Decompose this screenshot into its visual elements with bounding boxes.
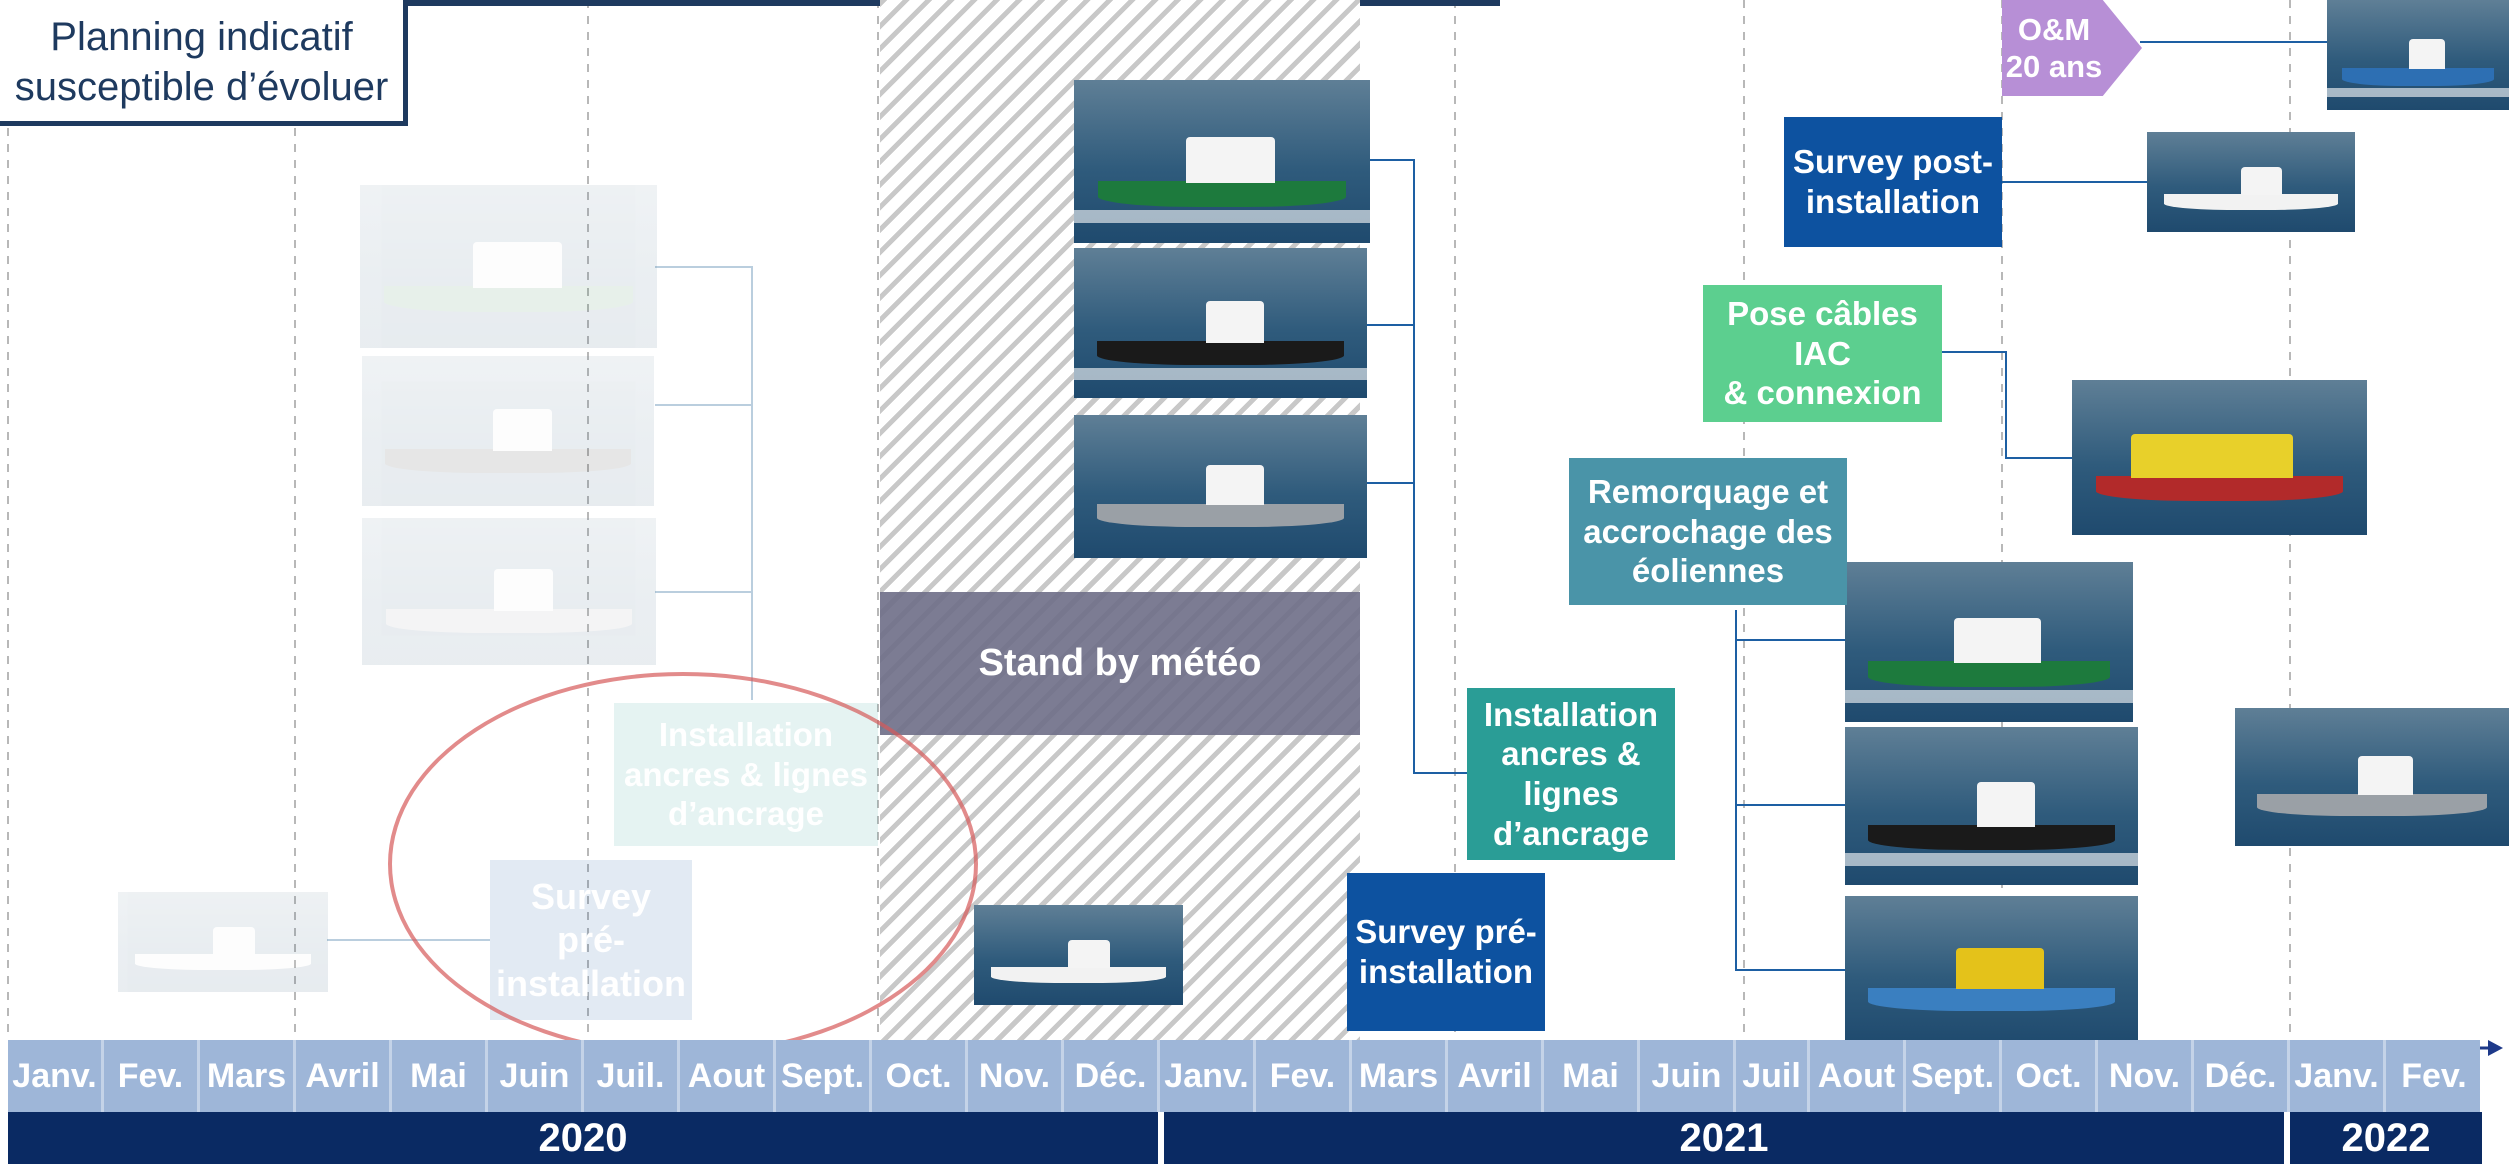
- crew-transfer-vessel-photo-2: [2235, 708, 2509, 846]
- survey-pre-installation-label: Survey pré- installation: [1347, 873, 1545, 1031]
- survey-boat-photo-faded: [118, 892, 328, 992]
- month-label: Juil: [1736, 1040, 1810, 1112]
- month-label: Mars: [1352, 1040, 1448, 1112]
- cables-line2: & connexion: [1723, 374, 1922, 412]
- planning-note: Planning indicatif susceptible d’évoluer: [0, 0, 408, 126]
- cable-laying-vessel-photo: [2072, 380, 2367, 535]
- installation-phase-label: Installation ancres & lignes d’ancrage: [1467, 688, 1675, 860]
- survey-post-line1: Survey post-: [1793, 143, 1993, 181]
- standby-meteo-label: Stand by météo: [880, 592, 1360, 735]
- installation-line1: Installation: [1483, 695, 1659, 733]
- tug-photo-2: [1845, 727, 2138, 885]
- month-label: Sept.: [1906, 1040, 2002, 1112]
- month-label: Juin: [488, 1040, 584, 1112]
- om-line2: 20 ans: [2005, 49, 2103, 84]
- survey-pre-line2: installation: [1358, 953, 1534, 990]
- top-accent-bar: [0, 0, 1500, 6]
- towing-line2: accrochage des: [1583, 512, 1833, 550]
- month-label: Fev.: [104, 1040, 200, 1112]
- month-label: Mai: [392, 1040, 488, 1112]
- cable-laying-phase-label: Pose câbles IAC & connexion: [1703, 285, 1942, 422]
- month-label: Sept.: [776, 1040, 872, 1112]
- towing-phase-label: Remorquage et accrochage des éoliennes: [1569, 458, 1847, 605]
- year-label-2022: 2022: [2290, 1112, 2482, 1164]
- om-vessel-photo: [2327, 0, 2509, 110]
- month-label: Déc.: [2194, 1040, 2290, 1112]
- tug-photo-faded: [362, 356, 654, 506]
- year-label-2020: 2020: [8, 1112, 1158, 1164]
- month-label: Aout: [1810, 1040, 1906, 1112]
- timeline-arrowhead: [2488, 1040, 2503, 1056]
- survey-boat-photo: [974, 905, 1183, 1005]
- month-label: Nov.: [968, 1040, 1064, 1112]
- planning-note-line2: susceptible d’évoluer: [14, 65, 389, 109]
- barge-photo: [1845, 896, 2138, 1044]
- cables-line1: Pose câbles IAC: [1727, 295, 1918, 372]
- towing-line1: Remorquage et: [1587, 473, 1829, 511]
- month-label: Janv.: [8, 1040, 104, 1112]
- survey-post-installation-label: Survey post- installation: [1784, 117, 2002, 247]
- anchor-handling-vessel-photo-faded: [360, 185, 657, 348]
- installation-line3: lignes: [1523, 775, 1619, 812]
- month-label: Avril: [296, 1040, 392, 1112]
- year-label-2021: 2021: [1164, 1112, 2284, 1164]
- month-label: Oct.: [2002, 1040, 2098, 1112]
- month-label: Mai: [1544, 1040, 1640, 1112]
- month-band: [8, 1040, 2480, 1112]
- survey-boat-photo-2: [2147, 132, 2355, 232]
- month-label: Juin: [1640, 1040, 1736, 1112]
- om-line1: O&M: [2017, 11, 2091, 47]
- crew-transfer-vessel-photo-faded: [362, 518, 656, 665]
- planning-note-line1: Planning indicatif: [50, 15, 353, 59]
- month-label: Juil.: [584, 1040, 680, 1112]
- month-label: Avril: [1448, 1040, 1544, 1112]
- month-label: Janv.: [2290, 1040, 2386, 1112]
- survey-post-line2: installation: [1805, 183, 1981, 220]
- installation-line2: ancres &: [1501, 735, 1641, 773]
- anchor-handling-vessel-photo-2: [1845, 562, 2133, 722]
- month-label: Nov.: [2098, 1040, 2194, 1112]
- month-label: Fev.: [1256, 1040, 1352, 1112]
- crew-transfer-vessel-photo: [1074, 415, 1367, 558]
- month-label: Déc.: [1064, 1040, 1160, 1112]
- installation-line4: d’ancrage: [1493, 814, 1649, 852]
- anchor-handling-vessel-photo: [1074, 80, 1370, 243]
- month-label: Oct.: [872, 1040, 968, 1112]
- month-label: Aout: [680, 1040, 776, 1112]
- survey-pre-line1: Survey pré-: [1355, 913, 1537, 951]
- month-label: Janv.: [1160, 1040, 1256, 1112]
- month-label: Fev.: [2401, 1056, 2467, 1095]
- towing-line3: éoliennes: [1631, 552, 1785, 590]
- delay-highlight-oval: [388, 672, 978, 1056]
- month-label: Mars: [200, 1040, 296, 1112]
- tug-photo: [1074, 248, 1367, 398]
